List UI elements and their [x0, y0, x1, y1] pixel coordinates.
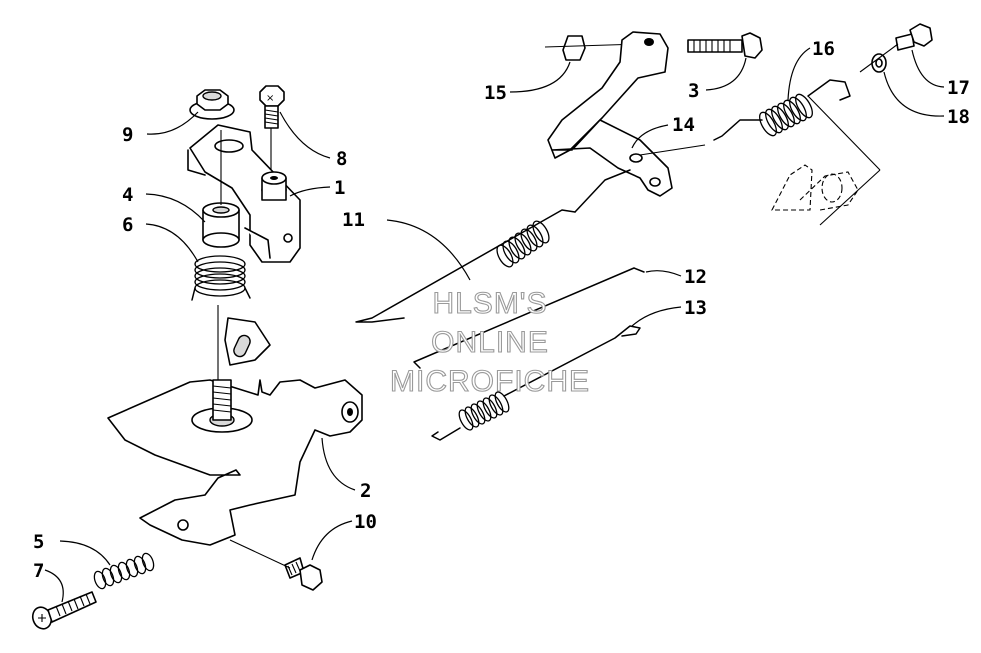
return-spring-icon — [431, 325, 641, 441]
callout-4: 4 — [122, 184, 133, 206]
callout-17: 17 — [947, 77, 970, 99]
callout-18: 18 — [947, 106, 970, 128]
bolt-icon: × — [259, 85, 285, 175]
flange-bolt-icon — [284, 557, 323, 591]
coil-spring-icon — [191, 255, 251, 301]
callout-7: 7 — [33, 560, 44, 582]
phillips-screw-icon — [31, 591, 97, 630]
watermark-line-3: MICROFICHE — [390, 365, 590, 398]
callout-5: 5 — [33, 531, 44, 553]
callout-6: 6 — [122, 214, 133, 236]
callout-12: 12 — [684, 266, 707, 288]
callout-13: 13 — [684, 297, 707, 319]
square-nut-icon — [562, 35, 586, 61]
watermark: HLSM'S ONLINE MICROFICHE — [389, 286, 590, 398]
callout-14: 14 — [672, 114, 695, 136]
bushing — [202, 202, 240, 248]
callout-15: 15 — [484, 82, 507, 104]
callout-9: 9 — [122, 124, 133, 146]
callout-8: 8 — [336, 148, 347, 170]
throttle-lever — [547, 31, 673, 197]
callout-16: 16 — [812, 38, 835, 60]
callout-3: 3 — [688, 80, 699, 102]
callout-10: 10 — [354, 511, 377, 533]
leader-lines — [44, 47, 945, 603]
flange-nut-icon — [189, 89, 235, 120]
reference-mount-outline — [771, 164, 859, 211]
svg-text:×: × — [266, 93, 274, 104]
washer-icon — [871, 53, 887, 73]
mounting-bracket — [107, 317, 363, 546]
callout-2: 2 — [360, 480, 371, 502]
throttle-link-rod — [413, 267, 645, 369]
flange-bolt-icon — [687, 32, 763, 59]
callout-1: 1 — [334, 177, 345, 199]
compression-spring-icon — [93, 552, 155, 590]
flange-bolt-icon — [895, 23, 933, 51]
spring-link-rod — [355, 169, 631, 323]
extension-spring-icon — [713, 79, 851, 141]
watermark-line-2: ONLINE — [431, 326, 549, 359]
throttle-bracket — [187, 124, 301, 263]
watermark-line-1: HLSM'S — [432, 287, 547, 320]
callout-labels: 1 2 3 4 5 6 7 8 9 10 11 12 13 14 15 16 1… — [33, 38, 970, 582]
callout-11: 11 — [342, 209, 365, 231]
